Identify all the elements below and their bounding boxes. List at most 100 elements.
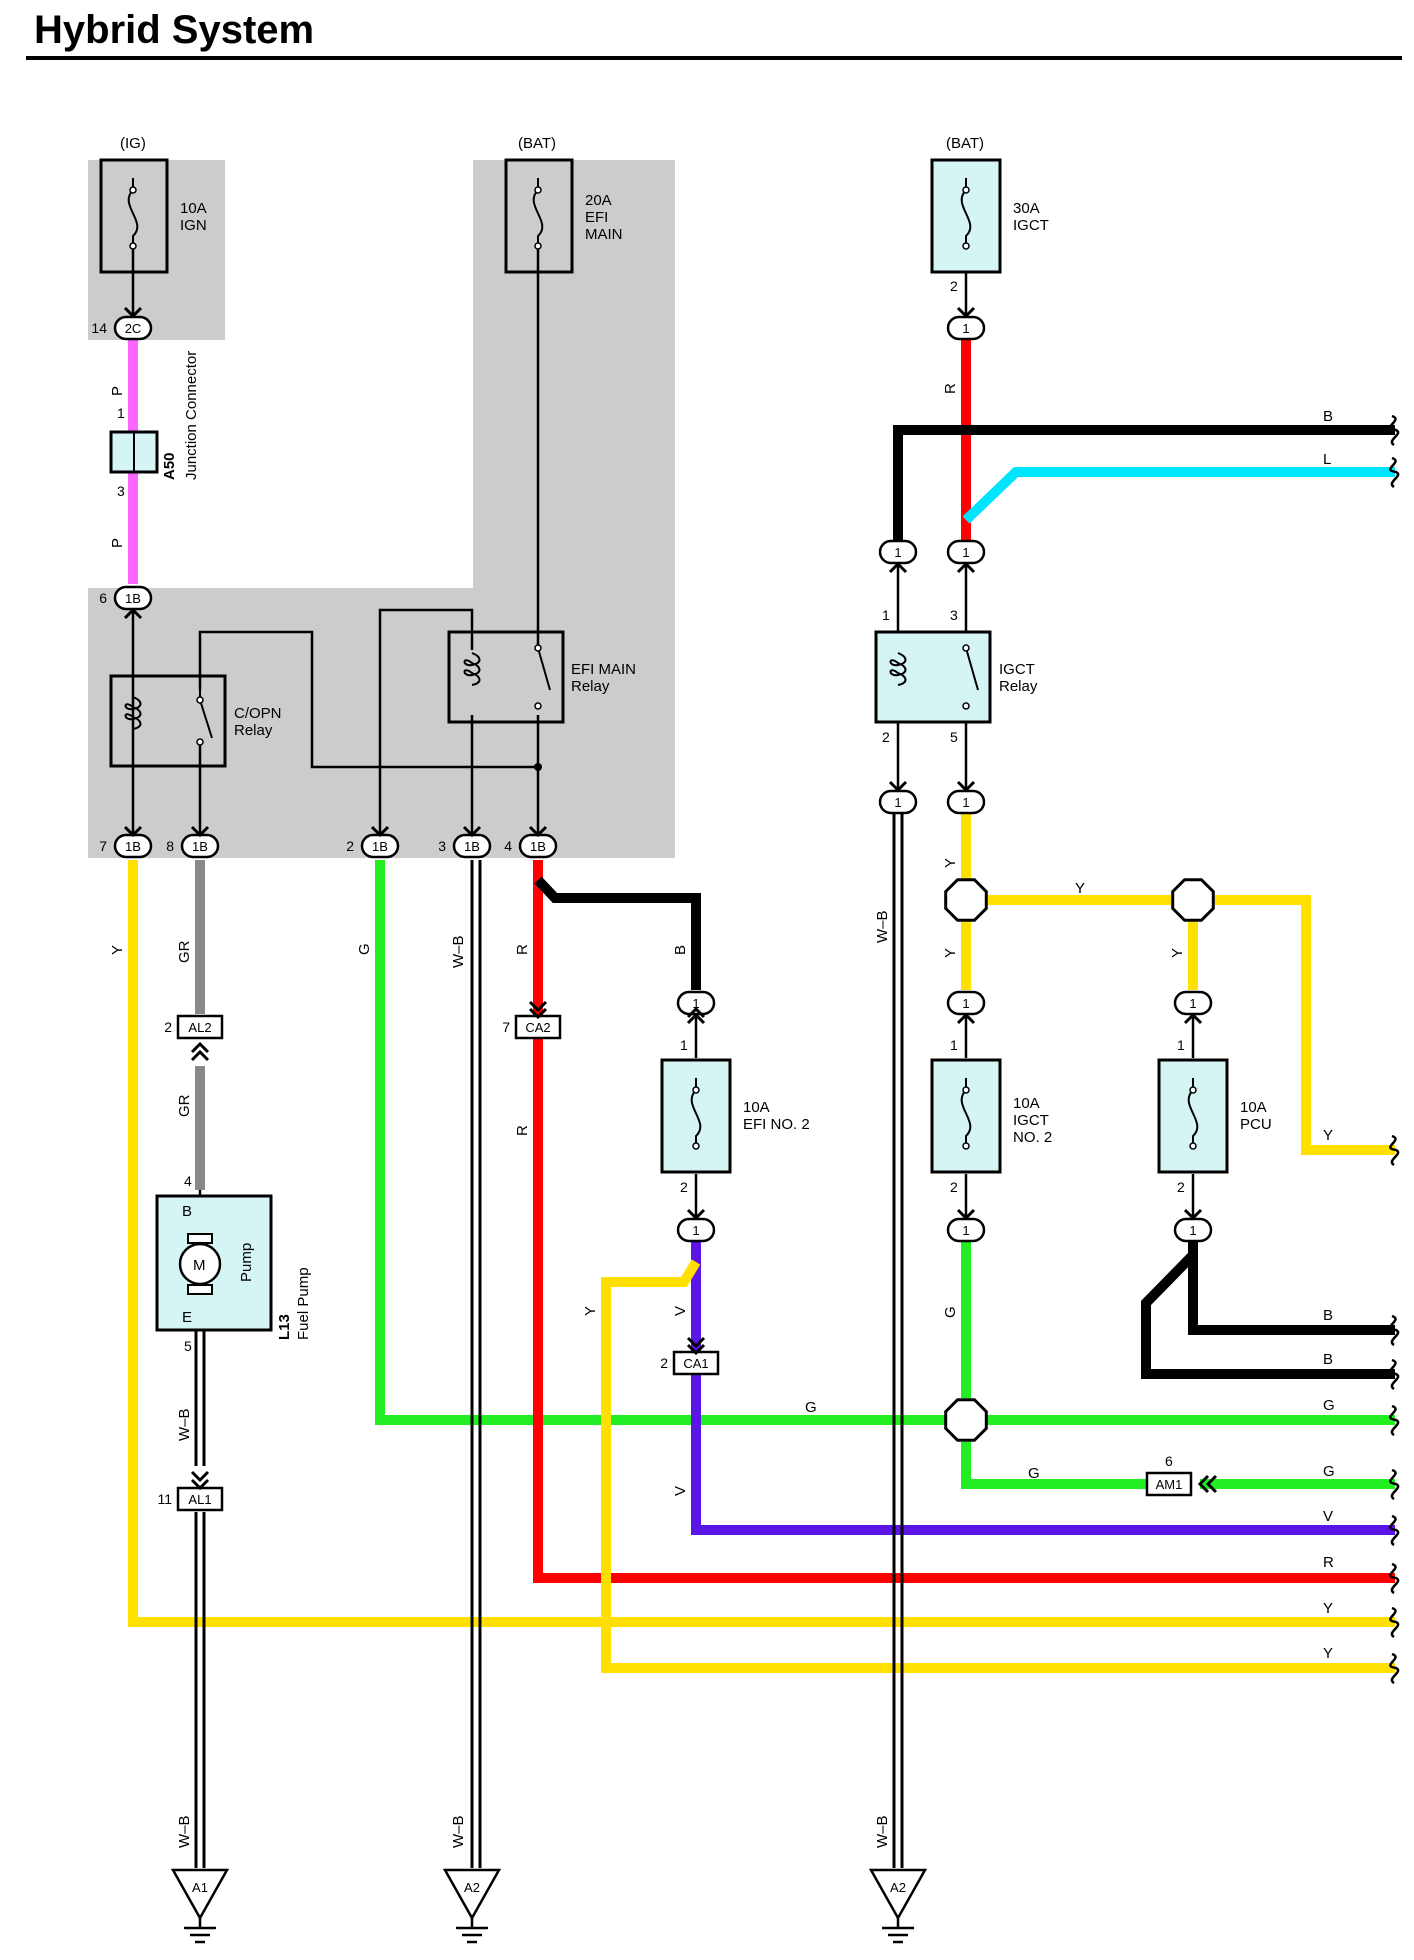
wire-label-v-2: V <box>672 1486 689 1496</box>
relay-copn <box>109 674 227 768</box>
svg-text:2C: 2C <box>125 321 142 336</box>
wire-label-y-6: Y <box>1075 880 1085 897</box>
svg-text:1: 1 <box>962 996 969 1011</box>
wire-break-8 <box>1389 1562 1400 1595</box>
wire-label-p-2: P <box>109 538 126 548</box>
svg-text:7: 7 <box>99 838 107 854</box>
wire-label-r-2: R <box>514 1125 531 1136</box>
svg-text:A1: A1 <box>192 1880 208 1895</box>
connector-igct2-in: 1 <box>946 990 986 1016</box>
splice-yellow-igct <box>944 878 988 922</box>
fuse-igct-name: IGCT <box>1013 217 1049 234</box>
svg-text:2: 2 <box>660 1355 668 1371</box>
wire-labels: P P Y GR GR G W–B R R B Y V V W–B W–B W–… <box>109 383 1335 1848</box>
wire-red-left <box>533 860 1395 1583</box>
fuse-ign-amp: 10A <box>180 200 207 217</box>
arrow-down-3 <box>190 825 210 838</box>
fuse-efi-no2 <box>660 1058 732 1174</box>
arrow-dbl-down-0 <box>528 1000 548 1013</box>
splice-yellow-pcu <box>1171 878 1215 922</box>
arrow-dbl-down-1 <box>528 1007 548 1020</box>
wire-black-efi2 <box>534 876 701 990</box>
splice-points <box>534 763 1215 1442</box>
svg-text:8: 8 <box>166 838 174 854</box>
pin-igct2-out: 2 <box>950 1179 958 1195</box>
wire-label-y-right-2: Y <box>1323 1600 1333 1617</box>
wire-break-3 <box>1389 1314 1400 1347</box>
splice-green <box>944 1398 988 1442</box>
svg-text:14: 14 <box>91 320 107 336</box>
svg-text:1: 1 <box>1189 996 1196 1011</box>
pump-motor: M <box>193 1257 206 1274</box>
wire-end-breaks <box>1389 414 1400 1685</box>
page-title: Hybrid System <box>34 8 315 52</box>
wire-label-g-right-2: G <box>1323 1463 1335 1480</box>
connector-igct-relay-3: 1 <box>946 539 986 565</box>
arrow-down-2 <box>123 825 143 838</box>
junction-pin-top: 1 <box>117 405 125 421</box>
source-bat-1: (BAT) <box>518 135 556 152</box>
svg-text:1: 1 <box>894 545 901 560</box>
fuse-igct-no2-name2: NO. 2 <box>1013 1129 1052 1146</box>
fuse-igct-no2-amp: 10A <box>1013 1095 1040 1112</box>
connector-igct-relay-1: 1 <box>878 539 918 565</box>
fuse-efi-no2-name: EFI NO. 2 <box>743 1116 810 1133</box>
svg-text:1B: 1B <box>464 839 480 854</box>
arrow-down-8 <box>956 780 976 793</box>
connector-2c: 2C 14 <box>91 315 153 341</box>
arrow-down-0 <box>123 306 143 319</box>
wire-break-10 <box>1389 1652 1400 1685</box>
relay-igct-name1: IGCT <box>999 661 1035 678</box>
connector-pcu-out: 1 <box>1173 1217 1213 1243</box>
svg-text:1: 1 <box>962 1223 969 1238</box>
svg-text:1: 1 <box>962 321 969 336</box>
ground-a2-right: A2 <box>868 1868 928 1944</box>
arrow-dbl-up-2 <box>686 1006 706 1019</box>
arrow-dbl-down-2 <box>686 1336 706 1349</box>
arrow-dbl-up-0 <box>190 1041 210 1054</box>
wire-label-p-1: P <box>109 386 126 396</box>
arrow-down-9 <box>686 1208 706 1221</box>
arrow-dbl-left-0 <box>1197 1474 1210 1494</box>
wire-label-y-5: Y <box>1169 948 1186 958</box>
svg-text:1B: 1B <box>530 839 546 854</box>
connector-1b-4: 1B4 <box>504 833 558 859</box>
pump-label: Pump <box>238 1243 255 1282</box>
fuse-igct <box>930 158 1002 274</box>
svg-text:6: 6 <box>99 590 107 606</box>
wire-label-wb-1: W–B <box>450 935 467 968</box>
labels: (IG) (BAT) (BAT) 10A IGN 20A EFI MAIN 30… <box>117 135 1272 1354</box>
connector-igct2-out: 1 <box>946 1217 986 1243</box>
wire-break-2 <box>1389 1134 1400 1167</box>
source-ig: (IG) <box>120 135 146 152</box>
relay-efi-main <box>447 630 565 724</box>
wire-label-wb-6: W–B <box>874 1815 891 1848</box>
fuse-ign <box>99 158 169 274</box>
svg-text:A2: A2 <box>464 1880 480 1895</box>
relay-efi-main-name1: EFI MAIN <box>571 661 636 678</box>
pump-pin-bottom: 5 <box>184 1338 192 1354</box>
arrow-down-6 <box>528 825 548 838</box>
fuse-efi-main-name2: MAIN <box>585 226 623 243</box>
relay-igct <box>874 630 992 724</box>
wire-label-y-right-1: Y <box>1323 1127 1333 1144</box>
wire-yellow-right <box>1215 895 1395 1155</box>
pin-igct-fuse-out: 2 <box>950 278 958 294</box>
svg-text:AM1: AM1 <box>1156 1477 1183 1492</box>
wire-label-y-3: Y <box>942 858 959 868</box>
arrow-down-4 <box>370 825 390 838</box>
svg-text:2: 2 <box>164 1019 172 1035</box>
arrow-up-4 <box>956 1012 976 1025</box>
svg-text:1: 1 <box>894 795 901 810</box>
wire-label-g-4: G <box>1028 1465 1040 1482</box>
fuse-efi-main-amp: 20A <box>585 192 612 209</box>
source-bat-2: (BAT) <box>946 135 984 152</box>
arrow-dbl-down-3 <box>686 1343 706 1356</box>
wire-label-b-1: B <box>672 945 689 955</box>
fuse-pcu-name: PCU <box>1240 1116 1272 1133</box>
svg-text:A2: A2 <box>890 1880 906 1895</box>
fuse-efi-main-name1: EFI <box>585 209 608 226</box>
